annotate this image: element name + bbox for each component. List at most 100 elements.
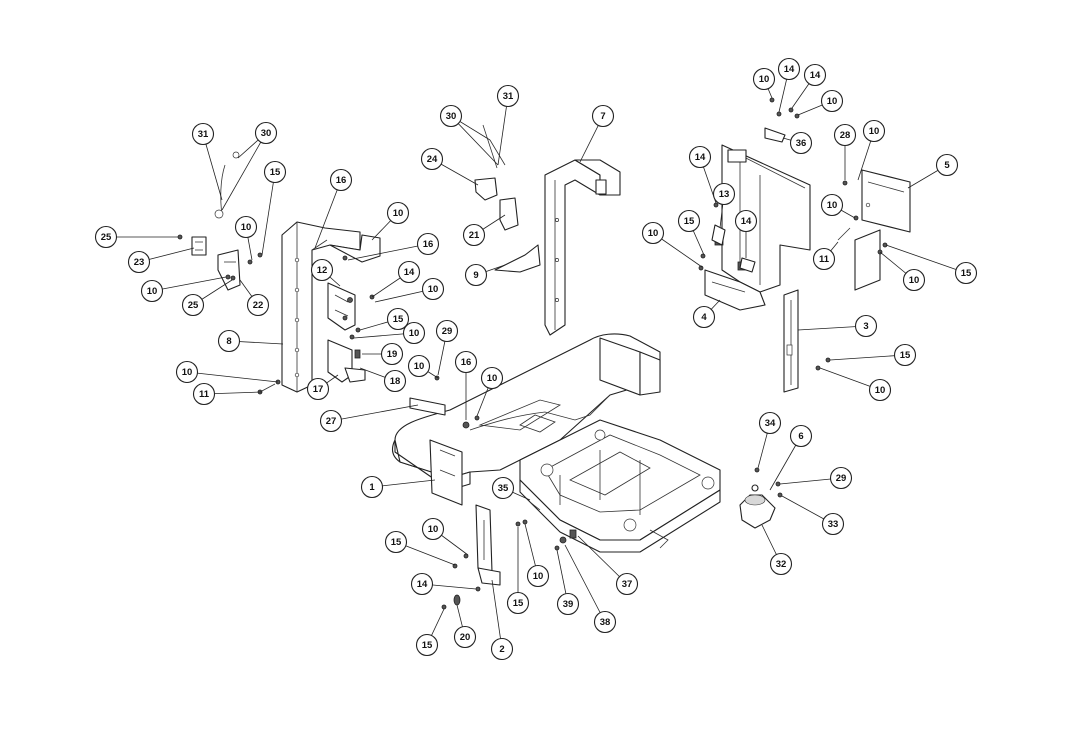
callout-label: 18 [390, 376, 401, 387]
callout-circle [789, 131, 813, 155]
callout-14: 14 [734, 209, 758, 233]
callout-circle [407, 354, 431, 378]
callout-20: 20 [453, 625, 477, 649]
callout-label: 38 [600, 617, 611, 628]
callout-label: 17 [313, 384, 324, 395]
callout-label: 7 [600, 111, 605, 122]
callout-label: 24 [427, 154, 438, 165]
callout-10: 10 [402, 321, 426, 345]
callout-circle [192, 382, 216, 406]
callout-34: 34 [758, 411, 782, 435]
callout-label: 37 [622, 579, 633, 590]
callout-circle [306, 377, 330, 401]
callout-label: 10 [182, 367, 193, 378]
callout-21: 21 [462, 223, 486, 247]
callout-circle [386, 307, 410, 331]
callout-label: 15 [393, 314, 404, 325]
callout-circle [752, 67, 776, 91]
callout-label: 10 [648, 228, 659, 239]
callout-circle [181, 293, 205, 317]
callout-label: 10 [241, 222, 252, 233]
callout-circle [641, 221, 665, 245]
callout-label: 15 [422, 640, 433, 651]
callout-label: 29 [442, 326, 453, 337]
callout-11: 11 [812, 247, 836, 271]
callout-label: 33 [828, 519, 839, 530]
callout-label: 6 [798, 431, 803, 442]
callout-circle [506, 591, 530, 615]
callout-circle [526, 564, 550, 588]
callout-14: 14 [803, 63, 827, 87]
callout-circle [386, 201, 410, 225]
right-post-part [783, 289, 799, 393]
callout-circle [464, 263, 488, 287]
callout-label: 14 [784, 64, 795, 75]
callout-circle [789, 424, 813, 448]
callout-1: 1 [360, 475, 384, 499]
callout-label: 10 [409, 328, 420, 339]
callout-10: 10 [421, 277, 445, 301]
callout-10: 10 [140, 279, 164, 303]
callout-19: 19 [380, 342, 404, 366]
callout-circle [692, 305, 716, 329]
callout-label: 10 [827, 200, 838, 211]
callout-label: 21 [469, 230, 480, 241]
callout-label: 28 [840, 130, 851, 141]
callout-label: 10 [533, 571, 544, 582]
callout-10: 10 [175, 360, 199, 384]
callout-label: 14 [741, 216, 752, 227]
callout-circle [310, 258, 334, 282]
callout-label: 14 [404, 267, 415, 278]
callout-3: 3 [854, 314, 878, 338]
callout-circle [217, 329, 241, 353]
callout-39: 39 [556, 592, 580, 616]
callout-10: 10 [386, 201, 410, 225]
parts-drawing [177, 97, 911, 610]
callout-16: 16 [454, 350, 478, 374]
callout-label: 16 [336, 175, 347, 186]
callout-15: 15 [893, 343, 917, 367]
callout-label: 25 [188, 300, 199, 311]
callout-7: 7 [591, 104, 615, 128]
callout-label: 3 [863, 321, 868, 332]
callout-label: 19 [387, 349, 398, 360]
callout-label: 13 [719, 189, 730, 200]
callout-label: 15 [961, 268, 972, 279]
callout-4: 4 [692, 305, 716, 329]
callout-18: 18 [383, 369, 407, 393]
callout-circle [462, 223, 486, 247]
callout-10: 10 [902, 268, 926, 292]
callout-label: 11 [819, 254, 830, 265]
callout-label: 10 [869, 126, 880, 137]
callout-label: 9 [473, 270, 478, 281]
callout-15: 15 [677, 209, 701, 233]
callout-label: 35 [498, 483, 509, 494]
callout-10: 10 [820, 89, 844, 113]
callout-24: 24 [420, 147, 444, 171]
callout-circle [935, 153, 959, 177]
callout-circle [591, 104, 615, 128]
callout-10: 10 [752, 67, 776, 91]
callout-label: 31 [198, 129, 209, 140]
mount-32-part [739, 484, 776, 529]
callout-label: 23 [134, 257, 145, 268]
callout-circle [677, 209, 701, 233]
callout-label: 14 [810, 70, 821, 81]
callout-circle [491, 476, 515, 500]
callout-label: 15 [684, 216, 695, 227]
main-frame-part [392, 333, 721, 553]
callout-circle [319, 409, 343, 433]
callout-10: 10 [234, 215, 258, 239]
callout-circle [821, 512, 845, 536]
callout-10: 10 [820, 193, 844, 217]
callout-label: 4 [701, 312, 707, 323]
callout-label: 14 [417, 579, 428, 590]
callout-label: 10 [414, 361, 425, 372]
callout-5: 5 [935, 153, 959, 177]
callout-14: 14 [688, 145, 712, 169]
callout-13: 13 [712, 182, 736, 206]
callout-29: 29 [435, 319, 459, 343]
left-post-part [281, 221, 381, 393]
callout-circle [410, 572, 434, 596]
callout-circle [453, 625, 477, 649]
